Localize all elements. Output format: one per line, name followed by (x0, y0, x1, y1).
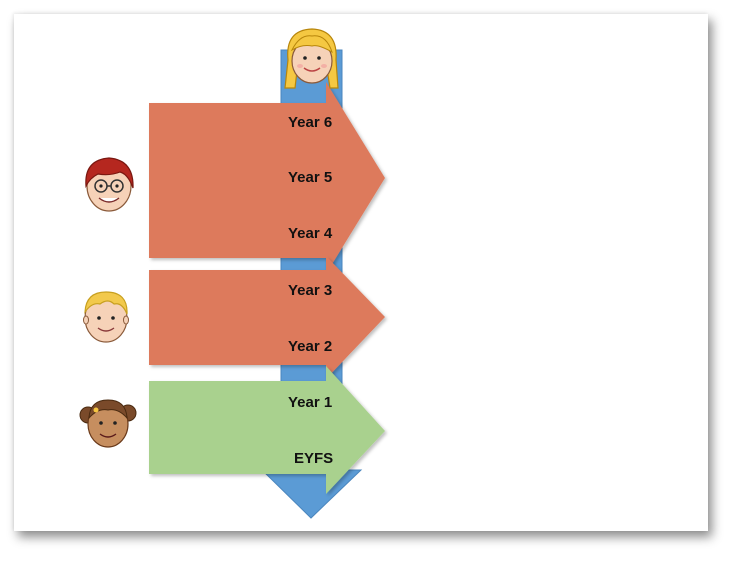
label-year-2: Year 2 (288, 338, 332, 355)
label-year-4: Year 4 (288, 225, 333, 242)
label-eyfs: EYFS (294, 450, 333, 467)
label-year-1: Year 1 (288, 394, 332, 411)
label-year-6: Year 6 (288, 114, 332, 131)
boy-blonde-face-icon (83, 291, 129, 343)
upper-stage-arrow (149, 82, 385, 274)
girl-brown-bunches-face-icon (79, 399, 137, 448)
redhead-glasses-face-icon (85, 157, 134, 212)
label-year-5: Year 5 (288, 169, 332, 186)
girl-blonde-face-icon (284, 28, 339, 89)
early-stage-arrow (149, 366, 385, 494)
label-year-3: Year 3 (288, 282, 332, 299)
middle-stage-arrow (149, 256, 385, 379)
